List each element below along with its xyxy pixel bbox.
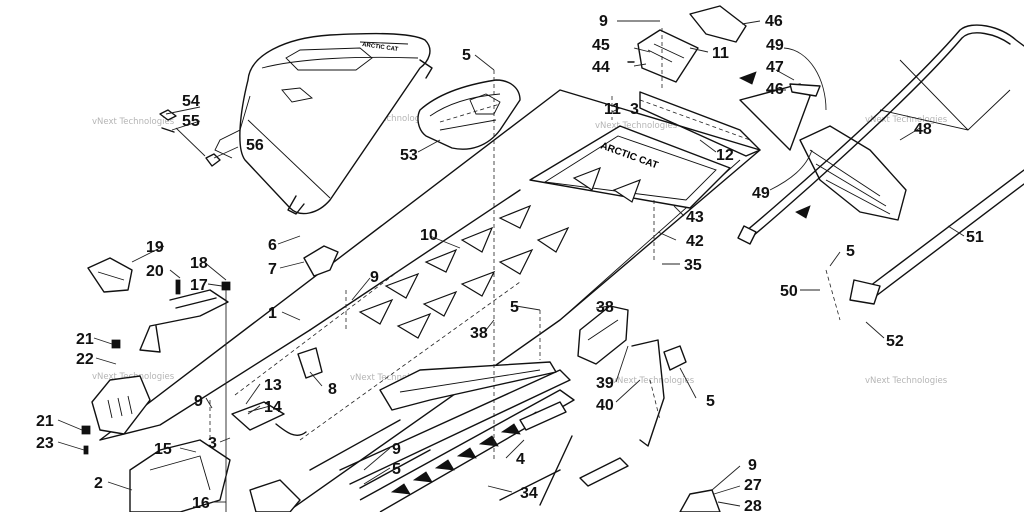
callout-55: 55 [182, 113, 200, 130]
seat-brand-label: ARCTIC CAT [362, 42, 399, 53]
callout-17: 17 [190, 277, 208, 294]
callout-46: 46 [766, 81, 784, 98]
callout-27: 27 [744, 477, 762, 494]
callout-5: 5 [706, 393, 715, 410]
callout-20: 20 [146, 263, 164, 280]
callout-49: 49 [752, 185, 770, 202]
callouts: 54 55 56 5 53 9 45 44 46 11 11 3 12 49 4… [36, 13, 984, 512]
assembly-lines [209, 28, 841, 460]
callout-45: 46 [765, 13, 783, 30]
callout-52: 52 [886, 333, 904, 350]
watermark: vNext Technologies [865, 376, 948, 386]
callout-41: 42 [686, 233, 704, 250]
callout-48: 48 [914, 121, 932, 138]
callout-35: 34 [520, 485, 538, 502]
callout-22: 22 [76, 351, 94, 368]
callout-5: 5 [510, 299, 519, 316]
callout-3: 3 [630, 101, 639, 118]
watermark: vNext Technologies [865, 115, 948, 125]
leader-lines [57, 20, 965, 507]
bumper-handle [87, 257, 229, 353]
callout-9: 9 [194, 393, 203, 410]
taillight [231, 401, 307, 436]
callout-9: 9 [599, 13, 608, 30]
callout-5: 5 [392, 461, 401, 478]
tunnel-cutouts [358, 166, 642, 339]
watermark: vNext Technologies [350, 373, 433, 383]
callout-40: 40 [596, 397, 614, 414]
seat: ARCTIC CAT [214, 32, 433, 215]
snowflap [739, 71, 907, 221]
fasteners-left [81, 279, 231, 512]
seat-bag [417, 79, 521, 150]
callout-21: 21 [36, 413, 54, 430]
callout-5: 5 [846, 243, 855, 260]
callout-14: 14 [264, 399, 282, 416]
callout-10: 10 [420, 227, 438, 244]
callout-21: 21 [76, 331, 94, 348]
callout-23: 23 [36, 435, 54, 452]
callout-4: 4 [516, 451, 525, 468]
callout-9: 9 [748, 457, 757, 474]
callout-9: 9 [392, 441, 401, 458]
callout-11: 11 [712, 45, 729, 62]
callout-38: 38 [470, 325, 488, 342]
callout-44: 45 [592, 37, 610, 54]
callout-49: 49 [766, 37, 784, 54]
callout-28: 28 [744, 498, 762, 512]
callout-54: 54 [182, 93, 200, 110]
callout-47: 47 [766, 59, 784, 76]
watermark: vNext Technologies [350, 114, 433, 124]
watermark: vNext Technologies [612, 376, 695, 386]
callout-50: 50 [780, 283, 798, 300]
callout-3: 3 [208, 435, 217, 452]
running-boards [309, 361, 629, 512]
bottom-right-part [679, 489, 721, 512]
callout-43: 44 [592, 59, 610, 76]
callout-8: 8 [328, 381, 337, 398]
watermark: vNext Technologies [92, 117, 175, 127]
callout-1: 1 [268, 305, 277, 322]
callout-5: 5 [462, 47, 471, 64]
callout-6: 6 [268, 237, 277, 254]
callout-13: 13 [264, 377, 282, 394]
callout-12: 12 [716, 147, 734, 164]
callout-9: 9 [370, 269, 379, 286]
running-board-teeth [390, 411, 543, 495]
callout-19: 19 [146, 239, 164, 256]
watermark: vNext Technologies [595, 121, 678, 131]
callout-18: 18 [190, 255, 208, 272]
callout-53: 53 [400, 147, 418, 164]
callout-51: 51 [966, 229, 984, 246]
callout-11: 11 [604, 101, 621, 118]
callout-34: 35 [684, 257, 702, 274]
callout-16: 16 [192, 495, 210, 512]
callout-15: 15 [154, 441, 172, 458]
callout-38: 38 [596, 299, 614, 316]
callout-7: 7 [268, 261, 277, 278]
callout-42: 43 [686, 209, 704, 226]
callout-56: 56 [246, 137, 264, 154]
latch-bracket [297, 245, 339, 379]
callout-39: 39 [596, 375, 614, 392]
rear-bumper [737, 24, 1024, 305]
upper-brackets [627, 5, 761, 157]
front-brackets [91, 375, 301, 512]
callout-2: 2 [94, 475, 103, 492]
tunnel: ARCTIC CAT [99, 89, 761, 511]
